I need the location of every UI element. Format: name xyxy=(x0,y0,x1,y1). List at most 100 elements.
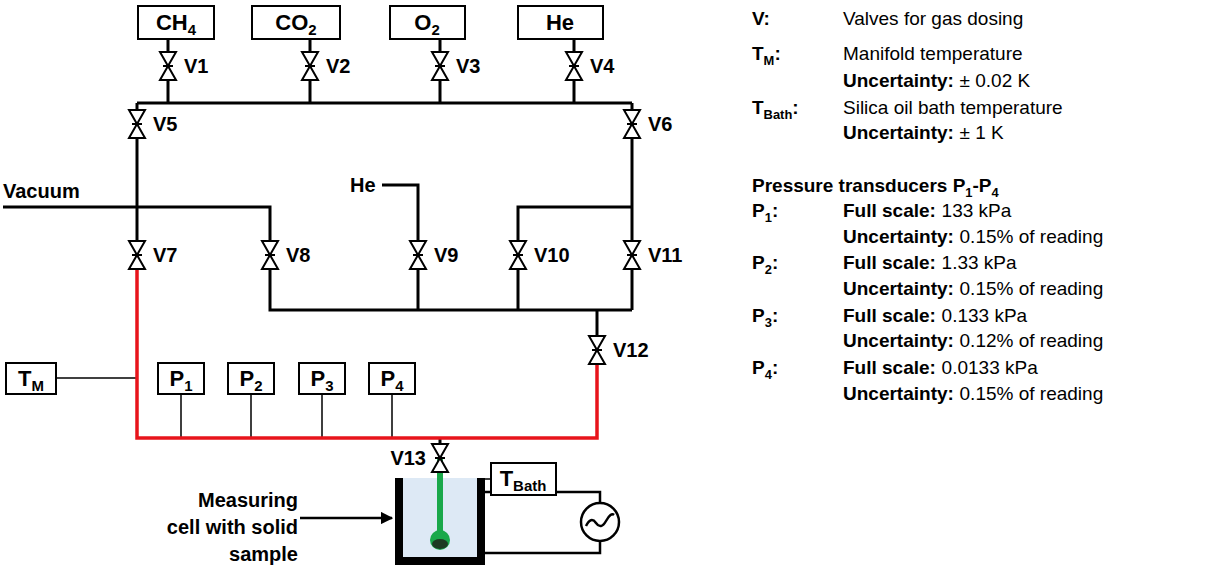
sensor-box: P2 xyxy=(227,362,275,395)
valve-stem xyxy=(627,123,637,125)
key-row: Full scale:0.133 kPa xyxy=(843,305,1033,328)
key-value: 0.15% of reading xyxy=(960,278,1104,299)
sensor-lead xyxy=(181,395,392,438)
valve-label: V10 xyxy=(534,244,570,267)
key-row: Valves for gas dosing xyxy=(843,8,1029,31)
key-value: 0.15% of reading xyxy=(960,226,1104,247)
key-row: V: xyxy=(752,8,776,31)
valve-symbol xyxy=(129,241,145,269)
valve-symbol xyxy=(410,241,426,269)
cell-bulb xyxy=(430,530,450,550)
valve-label: V3 xyxy=(456,55,480,78)
cell-label: Measuring cell with solid sample xyxy=(166,487,298,568)
measuring-manifold xyxy=(137,255,597,438)
thermostat-symbol xyxy=(581,503,619,541)
valve-symbol xyxy=(589,336,605,364)
key-term: Full scale: xyxy=(843,305,936,326)
box-label: P2 xyxy=(239,366,262,392)
key-term: Uncertainty: xyxy=(843,70,954,91)
valve-label: V11 xyxy=(648,244,682,267)
valve-label: V2 xyxy=(326,55,350,78)
valve-symbol xyxy=(566,52,582,80)
key-term: Full scale: xyxy=(843,357,936,378)
key-row: Full scale: 0.0133 kPa xyxy=(843,357,1043,380)
key-value: ± 1 K xyxy=(960,122,1004,143)
key-row: Uncertainty:0.15% of reading xyxy=(843,226,1109,249)
key-row: Full scale: 1.33 kPa xyxy=(843,252,1022,275)
valve-body xyxy=(160,52,176,80)
valve-label: V7 xyxy=(153,244,177,267)
key-row: P2: xyxy=(752,252,784,275)
valve-body xyxy=(624,241,640,269)
valve-body xyxy=(129,110,145,138)
key-row: Uncertainty:0.12% of reading xyxy=(843,330,1109,353)
solid-sample xyxy=(432,539,448,549)
key-value: 1.33 kPa xyxy=(942,252,1017,273)
box-label: TM xyxy=(18,366,44,392)
valve-stem xyxy=(265,254,275,256)
manifold-pipe xyxy=(137,102,632,105)
valve-stem xyxy=(305,65,315,67)
valve-label: V12 xyxy=(613,339,649,362)
key-term: Full scale: xyxy=(843,252,936,273)
key-value: 133 kPa xyxy=(942,200,1012,221)
valve-body xyxy=(129,241,145,269)
box-label: P4 xyxy=(380,366,403,392)
key-row: TBath: xyxy=(752,97,804,120)
valve-body xyxy=(589,336,605,364)
sensor-box: P3 xyxy=(298,362,346,395)
sensor-box: P1 xyxy=(157,362,205,395)
valve-stem xyxy=(132,254,142,256)
key-term: P2: xyxy=(752,252,778,273)
gas-supply-box: O2 xyxy=(389,5,466,40)
key-row: TM: xyxy=(752,43,786,66)
key-term: P1: xyxy=(752,200,778,221)
valve-symbol xyxy=(302,52,318,80)
valve-stem xyxy=(592,349,602,351)
key-row: Uncertainty:0.15% of reading xyxy=(843,383,1109,406)
supply-pipe xyxy=(168,40,574,103)
key-value: Manifold temperature xyxy=(843,43,1023,64)
valve-label: V8 xyxy=(286,244,310,267)
key-value: Valves for gas dosing xyxy=(843,8,1023,29)
box-label: P3 xyxy=(310,366,333,392)
box-label: CH4 xyxy=(156,10,196,36)
thermostat-wave xyxy=(586,514,614,526)
key-value: Silica oil bath temperature xyxy=(843,97,1063,118)
gas-supply-box: CH4 xyxy=(137,5,215,40)
key-value: 0.0133 kPa xyxy=(942,357,1038,378)
valve-label: V9 xyxy=(434,244,458,267)
key-row: Pressure transducers P1-P4 xyxy=(752,175,1004,198)
valve-stem xyxy=(132,123,142,125)
valve-label: V13 xyxy=(390,447,426,470)
key-row: Uncertainty:± 1 K xyxy=(843,122,1009,145)
box-label: P1 xyxy=(169,366,192,392)
valve-body xyxy=(566,52,582,80)
key-term: TBath: xyxy=(752,97,799,118)
valve-symbol xyxy=(129,110,145,138)
key-term: Pressure transducers P1-P4 xyxy=(752,175,999,196)
valve-stem xyxy=(435,65,445,67)
valve-symbol xyxy=(432,52,448,80)
key-row: P1: xyxy=(752,200,784,223)
gas-supply-box: CO2 xyxy=(251,5,341,40)
key-term: V: xyxy=(752,8,770,29)
valve-stem xyxy=(627,254,637,256)
key-term: Full scale: xyxy=(843,200,936,221)
key-term: TM: xyxy=(752,43,781,64)
line-label: Vacuum xyxy=(3,180,80,203)
box-label: CO2 xyxy=(275,10,316,36)
key-row: P3: xyxy=(752,305,784,328)
valve-symbol xyxy=(432,444,448,472)
valve-body xyxy=(624,110,640,138)
valve-symbol xyxy=(262,241,278,269)
valve-body xyxy=(262,241,278,269)
key-term: P4: xyxy=(752,357,778,378)
sensor-box: P4 xyxy=(368,362,416,395)
key-term: P3: xyxy=(752,305,778,326)
key-row: P4: xyxy=(752,357,784,380)
valve-label: V1 xyxy=(184,55,208,78)
valve-stem xyxy=(413,254,423,256)
sensor-lead xyxy=(57,377,137,379)
valve-symbol xyxy=(624,241,640,269)
